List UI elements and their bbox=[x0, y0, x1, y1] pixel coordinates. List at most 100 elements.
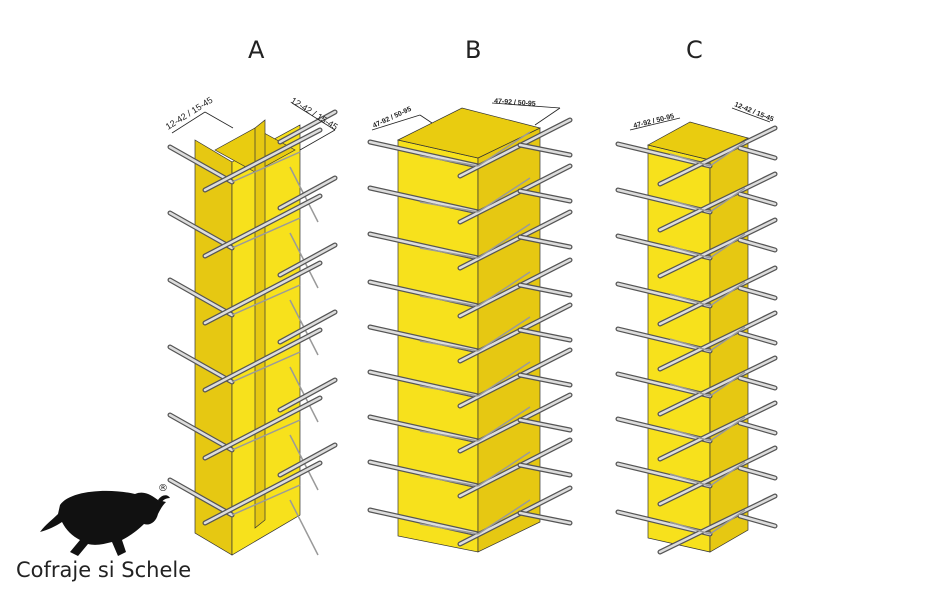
waler-highlight bbox=[518, 283, 572, 297]
label-c: C bbox=[686, 36, 703, 64]
waler-highlight bbox=[616, 462, 712, 488]
brace bbox=[477, 361, 531, 397]
panel-left bbox=[194, 139, 233, 556]
waler-highlight bbox=[458, 438, 572, 498]
brace bbox=[669, 153, 711, 167]
brace bbox=[477, 131, 531, 167]
brace bbox=[289, 499, 319, 556]
brand-name: Cofraje si Schele bbox=[16, 558, 192, 582]
brace bbox=[419, 523, 479, 535]
waler-highlight bbox=[278, 176, 337, 210]
column-c bbox=[615, 121, 778, 555]
waler-highlight bbox=[616, 282, 712, 308]
waler-highlight bbox=[738, 286, 777, 300]
waler-highlight bbox=[518, 143, 572, 157]
waler-highlight bbox=[168, 211, 234, 250]
waler-highlight bbox=[203, 396, 322, 460]
brace bbox=[477, 177, 531, 213]
waler-highlight bbox=[738, 466, 777, 480]
waler-highlight bbox=[458, 393, 572, 453]
brace bbox=[709, 281, 746, 307]
waler-highlight bbox=[616, 327, 712, 353]
brace bbox=[709, 509, 746, 535]
column-a bbox=[167, 109, 338, 556]
brace bbox=[669, 245, 711, 259]
waler-highlight bbox=[616, 510, 712, 536]
waler-highlight bbox=[203, 128, 322, 192]
waler-highlight bbox=[368, 325, 480, 353]
brace bbox=[231, 351, 301, 383]
waler-highlight bbox=[518, 235, 572, 249]
waler-highlight bbox=[658, 494, 777, 554]
brace bbox=[477, 451, 531, 487]
panel-top bbox=[647, 121, 749, 161]
brace bbox=[477, 223, 531, 259]
waler-highlight bbox=[368, 140, 480, 168]
waler-highlight bbox=[458, 210, 572, 270]
brace bbox=[419, 155, 479, 167]
brace bbox=[419, 430, 479, 442]
dim-b-left: 47-92 / 50-95 bbox=[372, 106, 413, 130]
waler-highlight bbox=[616, 188, 712, 214]
brace bbox=[709, 416, 746, 442]
brace bbox=[669, 338, 711, 352]
brace bbox=[231, 419, 301, 451]
waler-highlight bbox=[458, 164, 572, 224]
waler-highlight bbox=[203, 194, 322, 258]
waler-highlight bbox=[458, 303, 572, 363]
waler-highlight bbox=[278, 243, 337, 277]
waler-highlight bbox=[168, 345, 234, 384]
dim-b-right: 47-92 / 50-95 bbox=[494, 98, 536, 108]
brace bbox=[477, 406, 531, 442]
waler-highlight bbox=[518, 511, 572, 525]
waler-highlight bbox=[368, 232, 480, 260]
brace bbox=[477, 316, 531, 352]
waler-highlight bbox=[368, 508, 480, 536]
waler-highlight bbox=[278, 443, 337, 477]
brace bbox=[669, 383, 711, 397]
waler-highlight bbox=[616, 417, 712, 443]
waler-highlight bbox=[458, 348, 572, 408]
waler-highlight bbox=[168, 145, 234, 184]
brace bbox=[231, 217, 301, 249]
label-b: B bbox=[465, 36, 481, 64]
bull-logo bbox=[40, 490, 170, 556]
waler-highlight bbox=[658, 446, 777, 506]
brace bbox=[669, 428, 711, 442]
waler-highlight bbox=[278, 110, 337, 144]
waler-highlight bbox=[458, 258, 572, 318]
brace bbox=[419, 247, 479, 259]
waler-highlight bbox=[518, 373, 572, 387]
brace bbox=[709, 326, 746, 352]
brace bbox=[669, 293, 711, 307]
waler-highlight bbox=[658, 172, 777, 232]
brace bbox=[709, 187, 746, 213]
waler-highlight bbox=[658, 266, 777, 326]
waler-highlight bbox=[616, 372, 712, 398]
waler-highlight bbox=[518, 328, 572, 342]
panel-inner bbox=[254, 119, 266, 529]
waler-highlight bbox=[518, 463, 572, 477]
brace bbox=[477, 499, 531, 535]
waler-highlight bbox=[616, 142, 712, 168]
brace bbox=[231, 284, 301, 316]
waler-highlight bbox=[203, 461, 322, 525]
brace bbox=[419, 385, 479, 397]
waler-highlight bbox=[368, 460, 480, 488]
waler-highlight bbox=[168, 278, 234, 317]
waler-highlight bbox=[738, 331, 777, 345]
dimension-lines bbox=[171, 102, 771, 151]
waler-highlight bbox=[518, 418, 572, 432]
waler-highlight bbox=[278, 310, 337, 344]
waler-highlight bbox=[203, 328, 322, 392]
brace bbox=[669, 199, 711, 213]
waler-highlight bbox=[458, 118, 572, 178]
waler-highlight bbox=[658, 401, 777, 461]
brace bbox=[231, 151, 301, 183]
waler-highlight bbox=[278, 378, 337, 412]
waler-highlight bbox=[203, 261, 322, 325]
brace bbox=[419, 475, 479, 487]
registered-mark: ® bbox=[158, 483, 168, 494]
brace bbox=[419, 201, 479, 213]
column-b bbox=[367, 107, 573, 553]
